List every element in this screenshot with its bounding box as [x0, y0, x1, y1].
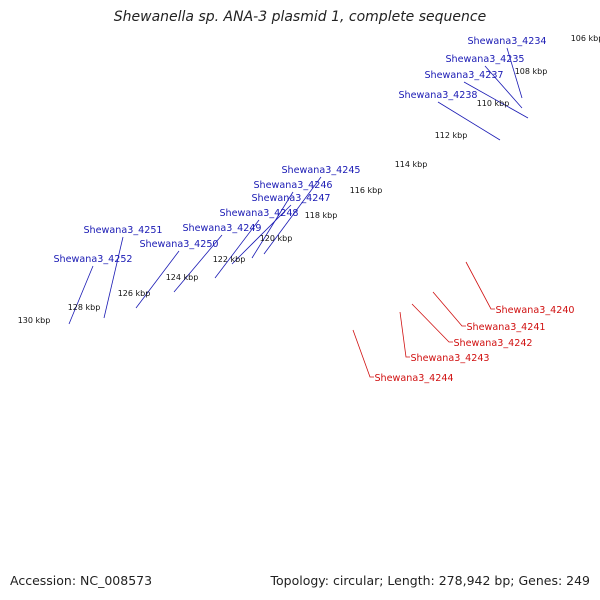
kbp-label: 126 kbp	[118, 289, 151, 298]
kbp-label: 112 kbp	[435, 131, 468, 140]
leader-line	[214, 219, 260, 279]
reverse-gene-label[interactable]: Shewana3_4240	[495, 305, 574, 316]
leader-line	[173, 234, 223, 293]
forward-gene-label[interactable]: Shewana3_4245	[281, 165, 360, 176]
kbp-label: 130 kbp	[18, 316, 51, 325]
leader-line	[463, 81, 529, 119]
kbp-label: 108 kbp	[515, 67, 548, 76]
kbp-label: 116 kbp	[350, 186, 383, 195]
forward-gene-label[interactable]: Shewana3_4238	[398, 90, 477, 101]
forward-gene-label[interactable]: Shewana3_4251	[83, 225, 162, 236]
kbp-labels: 106 kbp 108 kbp 110 kbp 112 kbp 114 kbp 116 k…	[18, 34, 600, 325]
kbp-label: 114 kbp	[395, 160, 428, 169]
kbp-label: 110 kbp	[477, 99, 510, 108]
reverse-gene-label[interactable]: Shewana3_4243	[410, 353, 489, 364]
kbp-label: 124 kbp	[166, 273, 199, 282]
kbp-label: 106 kbp	[571, 34, 600, 43]
leader-line	[437, 101, 501, 141]
forward-gene-label[interactable]: Shewana3_4237	[424, 70, 503, 81]
forward-gene-label[interactable]: Shewana3_4235	[445, 54, 524, 65]
forward-gene-label[interactable]: Shewana3_4250	[139, 239, 218, 250]
kbp-label: 128 kbp	[68, 303, 101, 312]
kbp-label: 120 kbp	[260, 234, 293, 243]
accession-text: Accession: NC_008573	[10, 573, 153, 588]
forward-gene-label[interactable]: Shewana3_4252	[53, 254, 132, 265]
forward-gene-label[interactable]: Shewana3_4249	[182, 223, 261, 234]
kbp-label: 122 kbp	[213, 255, 246, 264]
leader-line	[465, 261, 495, 310]
leader-line	[506, 47, 523, 99]
forward-gene-label[interactable]: Shewana3_4246	[253, 180, 332, 191]
summary-text: Topology: circular; Length: 278,942 bp; …	[270, 573, 591, 588]
leader-line	[432, 291, 466, 327]
forward-gene-label[interactable]: Shewana3_4248	[219, 208, 298, 219]
reverse-gene-label[interactable]: Shewana3_4244	[374, 373, 453, 384]
leader-line	[231, 204, 292, 265]
label-leaders	[68, 47, 529, 378]
forward-gene-label[interactable]: Shewana3_4247	[251, 193, 330, 204]
leader-line	[263, 176, 322, 255]
leader-line	[411, 303, 453, 343]
leader-line	[251, 191, 294, 259]
leader-line	[484, 65, 523, 109]
leader-line	[68, 265, 94, 325]
leader-line	[103, 236, 124, 319]
reverse-gene-label[interactable]: Shewana3_4242	[453, 338, 532, 349]
kbp-label: 118 kbp	[305, 211, 338, 220]
leader-line	[135, 250, 180, 309]
reverse-gene-label[interactable]: Shewana3_4241	[466, 322, 545, 333]
leader-line	[399, 311, 410, 358]
forward-gene-label[interactable]: Shewana3_4234	[467, 36, 546, 47]
gene-labels: Shewana3_4234Shewana3_4235Shewana3_4237S…	[53, 36, 574, 384]
map-title: Shewanella sp. ANA-3 plasmid 1, complete…	[113, 9, 487, 25]
leader-line	[352, 329, 374, 378]
